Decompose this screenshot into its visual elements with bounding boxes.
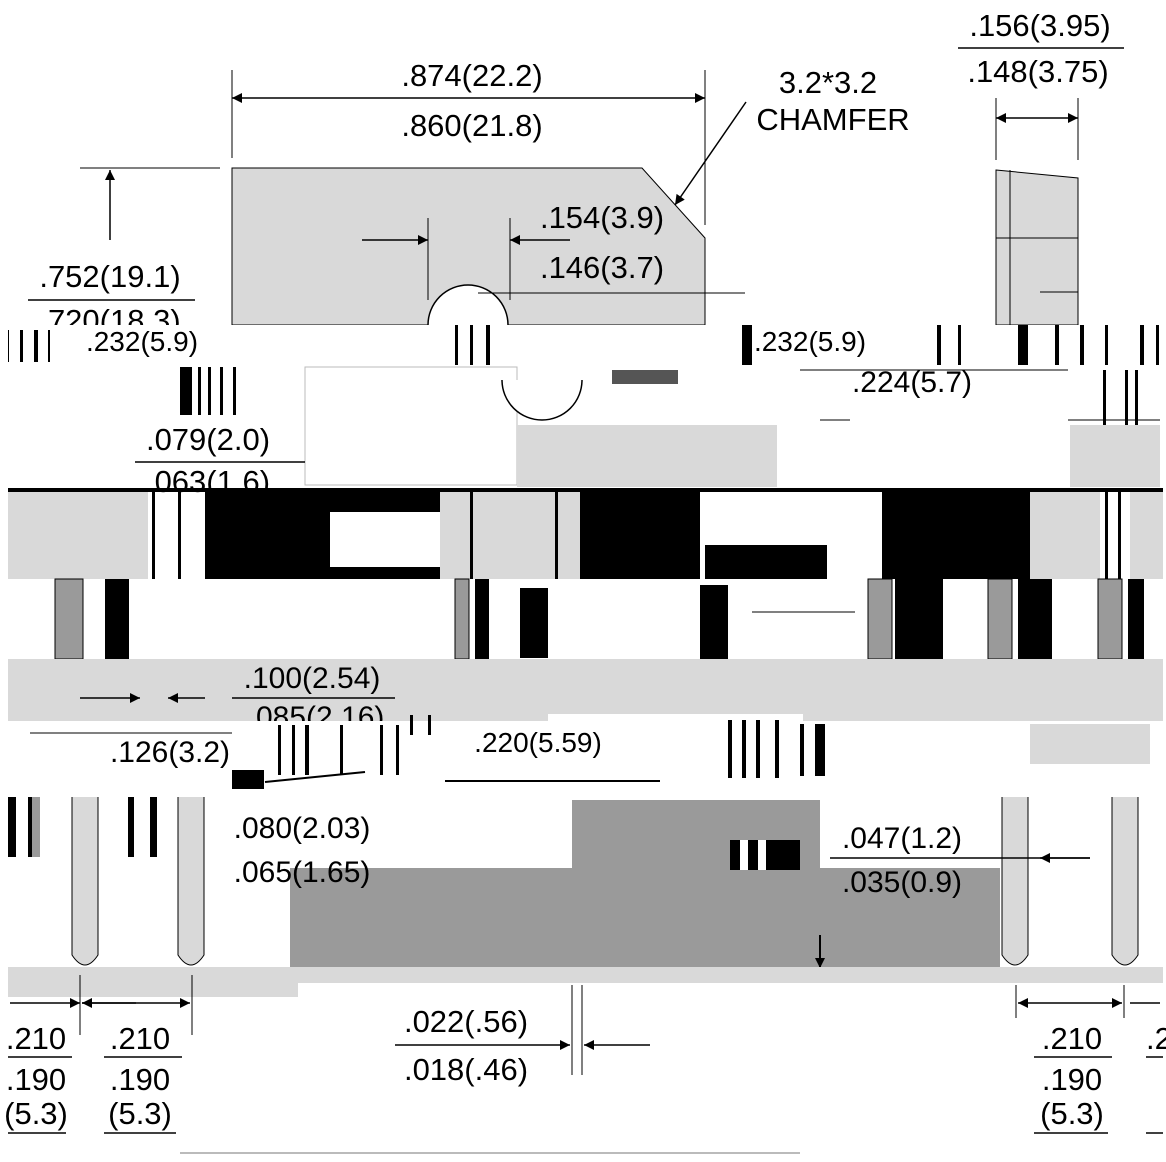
thickness-min: .148(3.75)	[967, 54, 1108, 89]
tab-height-fragment: .232(5.9)	[754, 326, 866, 357]
lead-diameter-max: .022(.56)	[404, 1004, 528, 1039]
spacing-3-max: .210	[1042, 1021, 1102, 1056]
spacing-4-max: .210	[1146, 1021, 1166, 1056]
spacing-1-max: .210	[6, 1021, 66, 1056]
glitch-band-2: .224(5.7)	[180, 366, 1160, 487]
lead-spacing-dimension: .126(3.2)	[110, 736, 230, 769]
height-dimension: .752(19.1) .720(18.3)	[28, 167, 220, 338]
bottom-edge-fragment	[180, 1152, 800, 1154]
lead-spacing-band: .126(3.2) .220(5.59)	[8, 715, 1163, 792]
lead-diameter-min: .018(.46)	[404, 1052, 528, 1087]
lead-width-dimension: .079(2.0) .063(1.6)	[135, 422, 305, 499]
spacing-2-max: .210	[110, 1021, 170, 1056]
body-length-min: .860(21.8)	[401, 108, 542, 143]
spacing-stack-4: .210	[1146, 1021, 1166, 1134]
spacing-2-mm-max: (5.3)	[108, 1096, 172, 1131]
body-side-view	[995, 169, 1079, 326]
thickness-max: .156(3.95)	[969, 8, 1110, 43]
hole-offset-max: .154(3.9)	[540, 200, 664, 235]
hole-offset-min: .146(3.7)	[540, 250, 664, 285]
spacing-3-mm-max: (5.3)	[1040, 1096, 1104, 1131]
pitch-max: .100(2.54)	[244, 662, 381, 695]
leads-bottom-view: .080(2.03) .065(1.65) .047(1.2) .035(0.9…	[8, 789, 1163, 968]
lead-diameter-dimension: .022(.56) .018(.46)	[395, 985, 650, 1087]
spacing-stack-2: .210 .190 (5.3)	[104, 1021, 182, 1134]
spacing-stack-1: .210 .190 (5.3)	[4, 1021, 72, 1134]
pin-width-min: .035(0.9)	[842, 866, 962, 899]
spacing-stack-3: .210 .190 (5.3)	[1034, 1021, 1112, 1134]
bottom-strip	[8, 967, 1163, 997]
body-length-dimension: .874(22.2) .860(21.8)	[231, 58, 706, 225]
lead-thickness-min: .065(1.65)	[234, 856, 371, 889]
pin-width-max: .047(1.2)	[842, 822, 962, 855]
lead-thickness-max: .080(2.03)	[234, 812, 371, 845]
spacing-3-min: .190	[1042, 1062, 1102, 1097]
glitch-band-3	[8, 488, 1163, 579]
pitch-band: .100(2.54) .085(2.16)	[8, 659, 1163, 734]
spacing-1-mm-max: (5.3)	[4, 1096, 68, 1131]
hole-offset-dimension: .154(3.9) .146(3.7)	[362, 200, 664, 300]
spacing-1-min: .190	[6, 1062, 66, 1097]
glitch-band-1: .232(5.9) .232(5.9)	[8, 325, 1163, 367]
chamfer-label: CHAMFER	[756, 102, 909, 137]
center-dimension: .220(5.59)	[474, 727, 602, 758]
lead-roots	[54, 578, 1144, 660]
spacing-2-min: .190	[110, 1062, 170, 1097]
chamfer-callout: 3.2*3.2 CHAMFER	[674, 65, 910, 206]
hole-diameter-fragment: .232(5.9)	[86, 326, 198, 357]
body-front-view	[231, 167, 745, 326]
height-max: .752(19.1)	[39, 259, 180, 294]
chamfer-size: 3.2*3.2	[779, 65, 877, 100]
thickness-dimension: .156(3.95) .148(3.75)	[958, 8, 1124, 160]
side-dimension-fragment: .224(5.7)	[852, 366, 972, 399]
lead-width-max: .079(2.0)	[146, 422, 270, 457]
bottom-spacing-dimensions: .210 .190 (5.3) .210 .190 (5.3) .210 .19…	[4, 975, 1166, 1134]
body-length-max: .874(22.2)	[401, 58, 542, 93]
